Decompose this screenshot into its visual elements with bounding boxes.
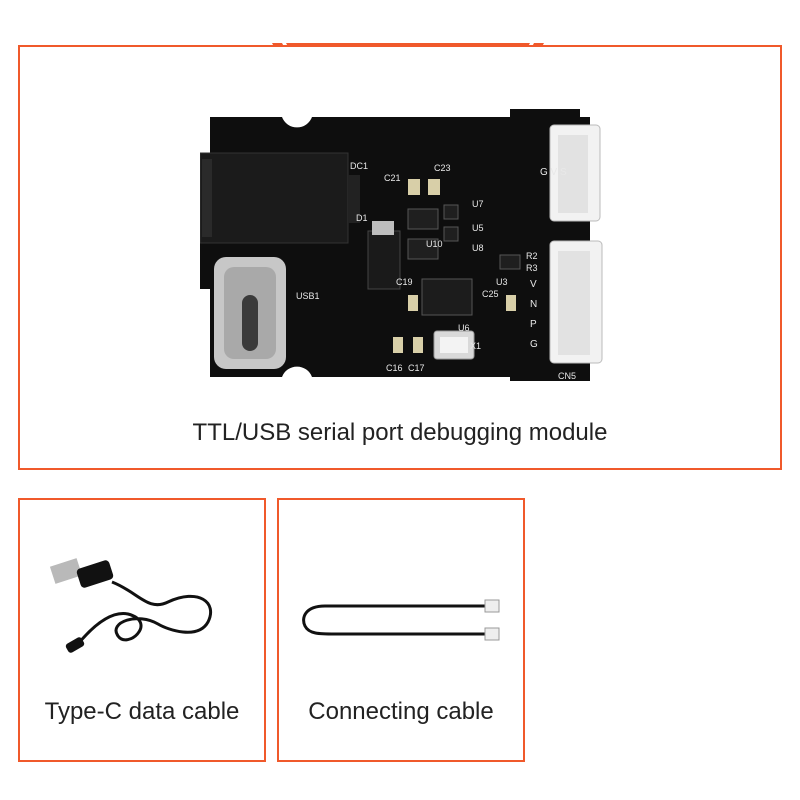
label-pin-n: N [530, 299, 537, 310]
accessory-panel-connecting-cable: Connecting cable [277, 498, 525, 762]
typec-cable-image [49, 558, 212, 653]
label-u8: U8 [472, 243, 484, 253]
connecting-cable-image [302, 599, 500, 641]
main-caption: TTL/USB serial port debugging module [192, 419, 608, 446]
label-pin-g: G [530, 339, 538, 350]
accessory-panel-typec-cable: Type-C data cable [18, 498, 266, 762]
typec-cable-caption: Type-C data cable [44, 698, 240, 725]
label-r3: R3 [526, 263, 538, 273]
label-dc1: DC1 [350, 161, 368, 171]
label-r2: R2 [526, 251, 538, 261]
label-d1: D1 [356, 213, 368, 223]
label-cn5: CN5 [558, 371, 576, 381]
label-usb1: USB1 [296, 291, 320, 301]
label-pin-v: V [530, 279, 537, 290]
main-product-panel: DC1 USB1 D1 C21 C23 U7 U5 U8 U10 C19 U6 … [18, 45, 782, 470]
label-u7: U7 [472, 199, 484, 209]
label-u6: U6 [458, 323, 470, 333]
label-pin-p: P [530, 319, 537, 330]
pcb-board-image: DC1 USB1 D1 C21 C23 U7 U5 U8 U10 C19 U6 … [200, 109, 603, 381]
label-u5: U5 [472, 223, 484, 233]
connecting-cable-caption: Connecting cable [308, 698, 494, 725]
label-x1: X1 [470, 341, 481, 351]
label-c19: C19 [396, 277, 413, 287]
label-pins-top: G V S [540, 167, 567, 178]
label-c23: C23 [434, 163, 451, 173]
label-c16: C16 [386, 363, 403, 373]
label-u10: U10 [426, 239, 443, 249]
label-u3: U3 [496, 277, 508, 287]
label-c17: C17 [408, 363, 425, 373]
label-c25: C25 [482, 289, 499, 299]
label-c21: C21 [384, 173, 401, 183]
